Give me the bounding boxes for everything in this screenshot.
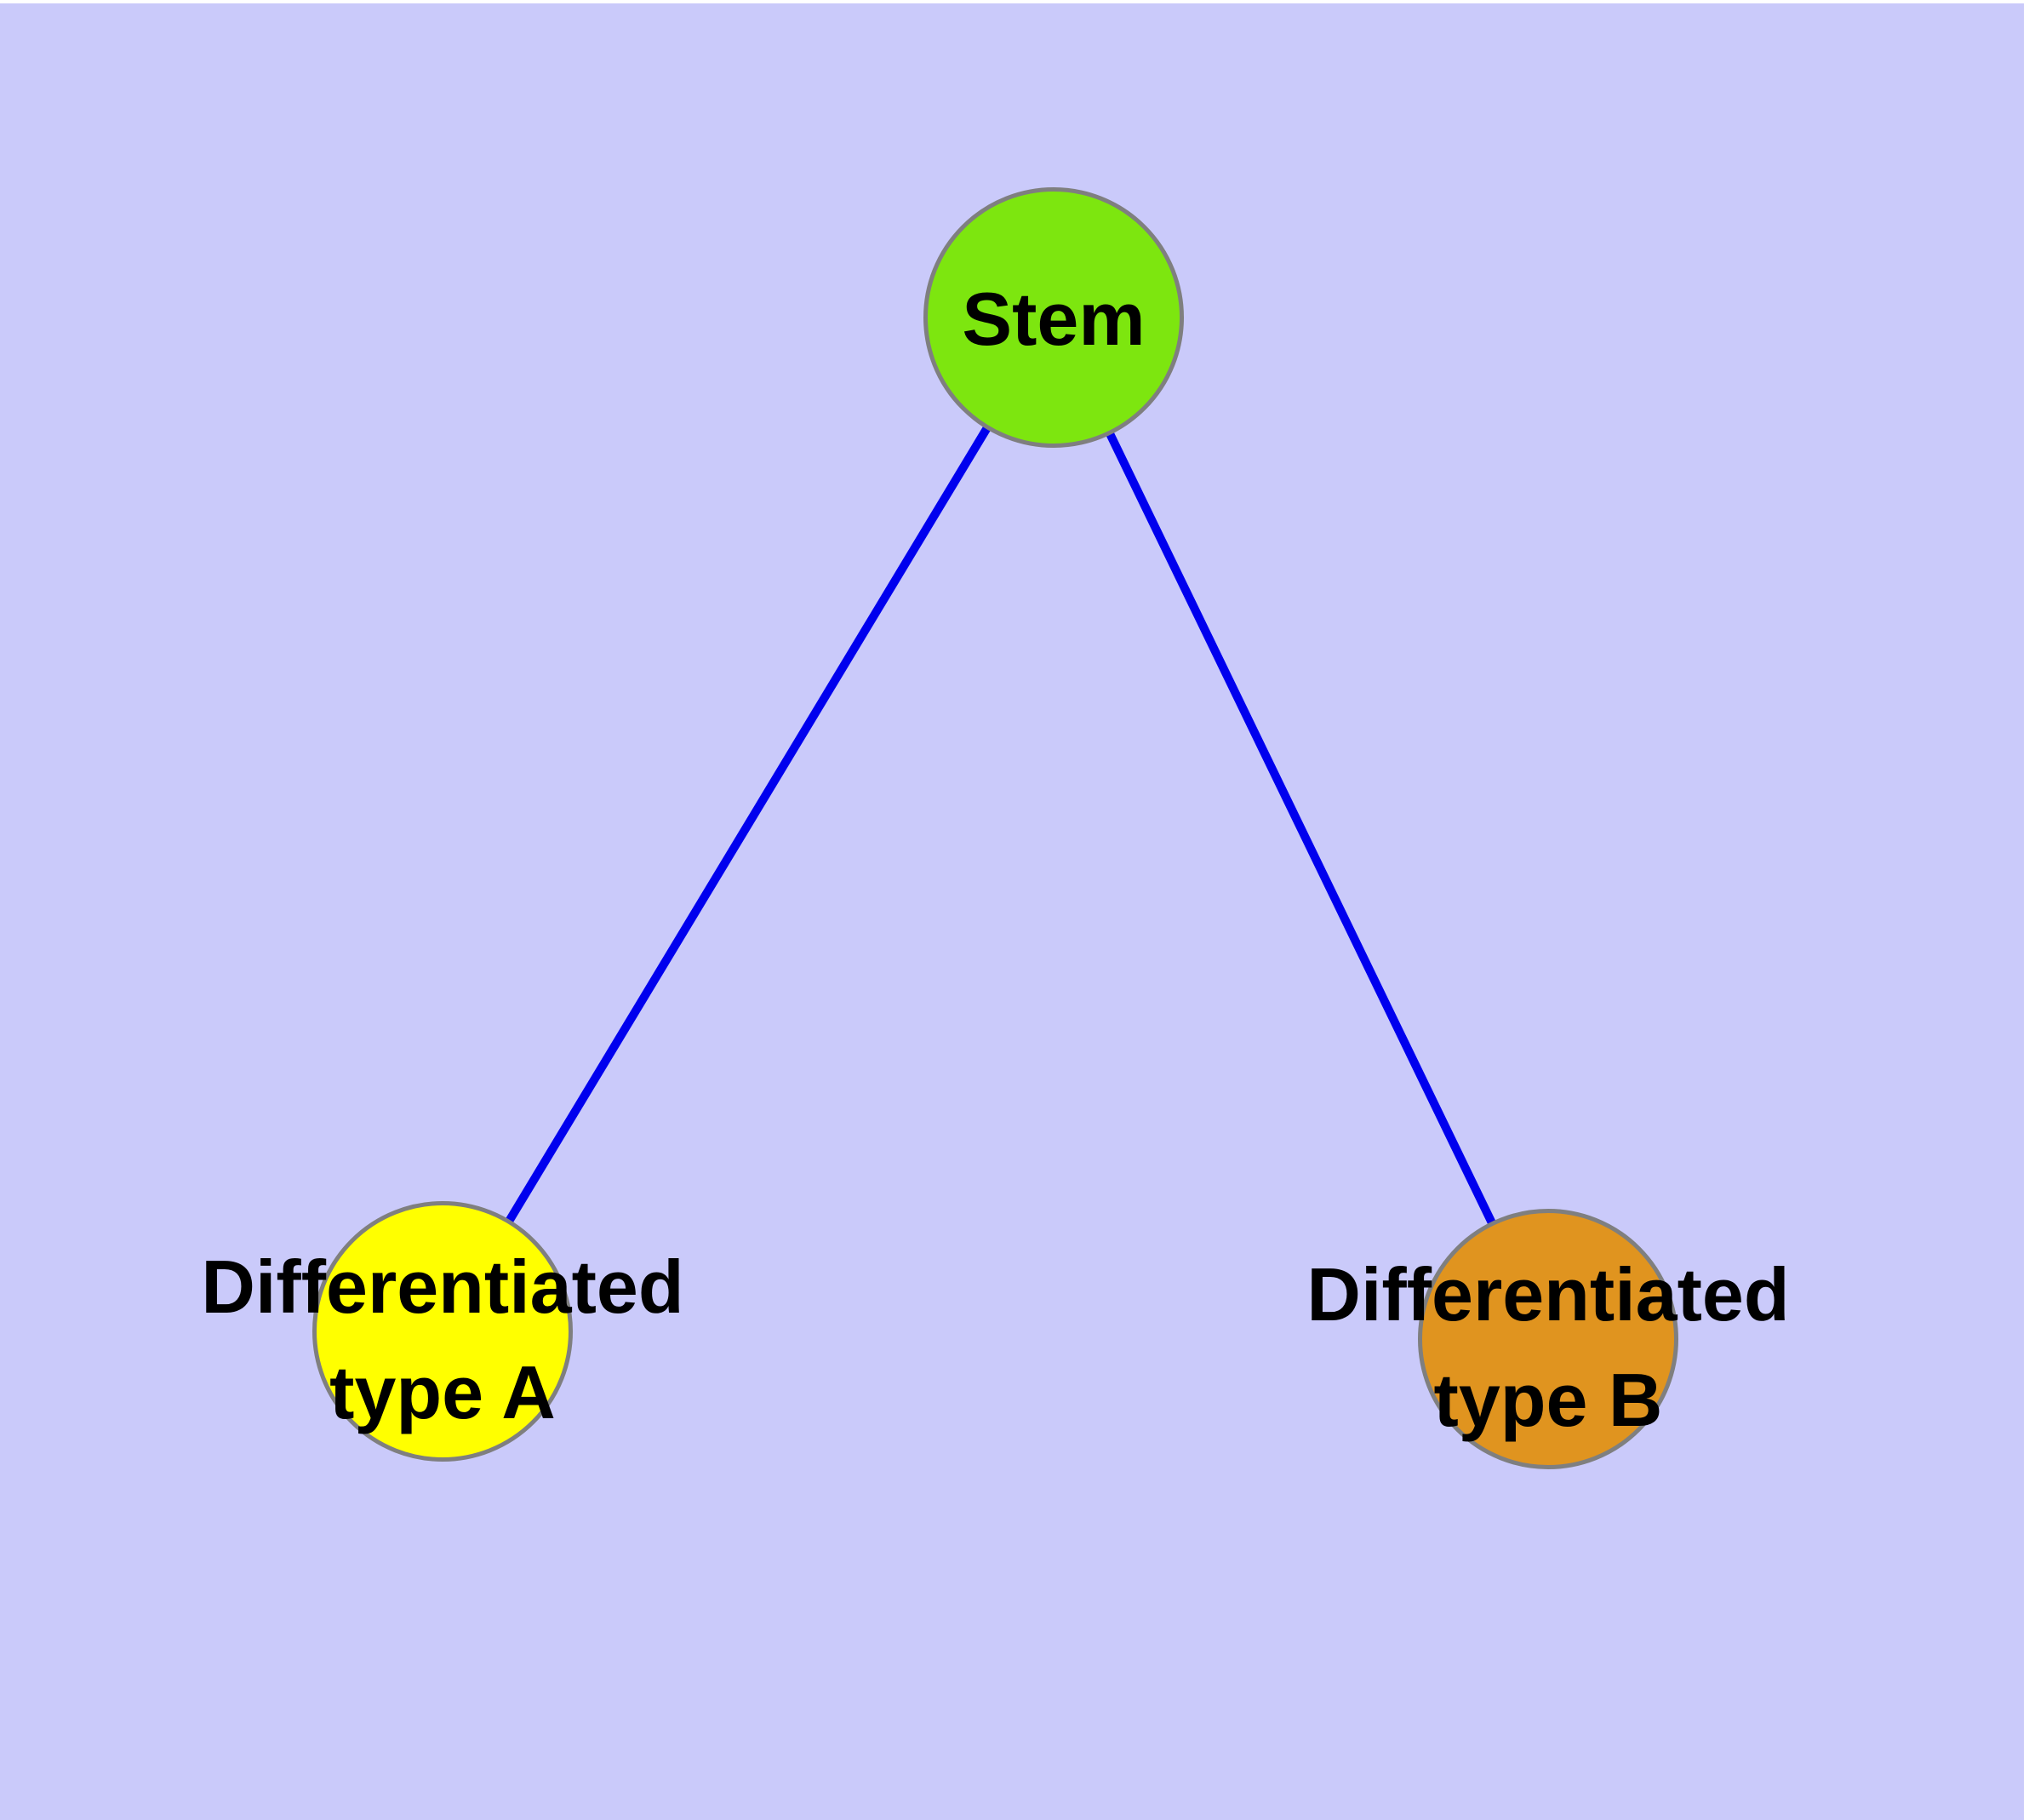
edge-stem-to-type-a [438,315,1058,1334]
node-differentiated-type-b[interactable] [1418,1209,1678,1469]
node-differentiated-type-a[interactable] [312,1201,573,1462]
graph-canvas: Stem Differentiated type A Differentiate… [0,3,2024,1820]
edge-stem-to-type-b [1049,315,1552,1342]
node-stem[interactable] [923,187,1184,448]
